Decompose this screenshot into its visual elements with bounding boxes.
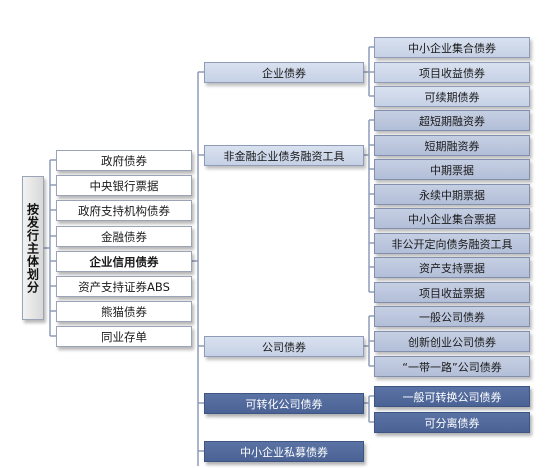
issuer-agency-bonds: 政府支持机构债券 [56,200,192,221]
issuer-central-bank-bills: 中央银行票据 [56,175,192,196]
convertible-bond-general: 一般可转换公司债券 [374,386,530,407]
issuer-financial-bonds: 金融债券 [56,226,192,247]
corporate-bond-innovation: 创新创业公司债券 [374,331,530,352]
issuer-enterprise-credit-bonds: 企业信用债券 [56,251,192,272]
convertible-bond-separable: 可分离债券 [374,412,530,433]
issuer-panda-bonds: 熊猫债券 [56,301,192,322]
debt-instrument-project-revenue-notes: 项目收益票据 [374,282,530,303]
debt-instrument-mtn: 中期票据 [374,159,530,180]
debt-instrument-super-short-cp: 超短期融资券 [374,110,530,131]
debt-instrument-short-cp: 短期融资券 [374,135,530,156]
issuer-abs: 资产支持证券ABS [56,276,192,297]
enterprise-bond-sme-collective: 中小企业集合债券 [374,37,530,58]
category-convertible-bonds: 可转化公司债券 [204,393,364,414]
issuer-interbank-cds: 同业存单 [56,326,192,347]
issuer-government-bonds: 政府债券 [56,150,192,171]
root-classification-box: 按发行主体划分 [22,176,44,320]
enterprise-bond-perpetual: 可续期债券 [374,86,530,107]
debt-instrument-abn: 资产支持票据 [374,257,530,278]
category-corporate-bonds: 公司债券 [204,336,364,357]
debt-instrument-sme-collective-notes: 中小企业集合票据 [374,208,530,229]
corporate-bond-belt-and-road: “一带一路”公司债券 [374,356,530,377]
enterprise-bond-project-revenue: 项目收益债券 [374,62,530,83]
debt-instrument-perpetual-mtn: 永续中期票据 [374,184,530,205]
category-sme-private-bonds: 中小企业私募债券 [204,441,364,462]
root-label: 按发行主体划分 [25,202,40,294]
debt-instrument-ppn: 非公开定向债务融资工具 [374,233,530,254]
category-enterprise-bonds: 企业债券 [204,62,364,83]
category-non-financial-debt-instruments: 非金融企业债务融资工具 [204,145,364,166]
corporate-bond-general: 一般公司债券 [374,306,530,327]
